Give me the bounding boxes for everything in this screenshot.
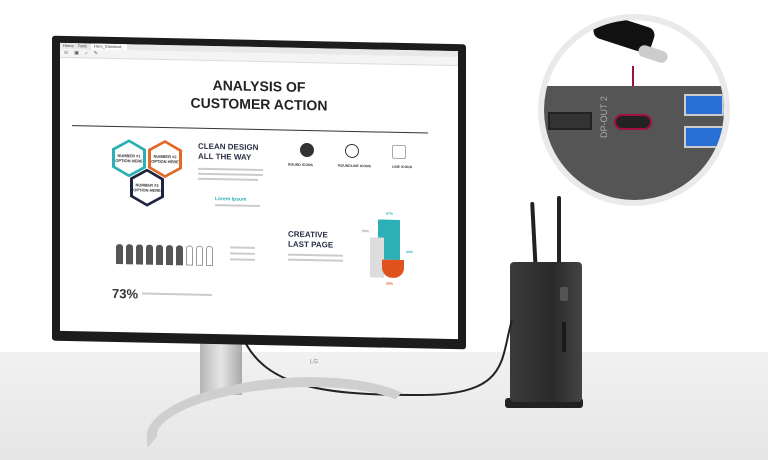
text-line xyxy=(142,292,212,297)
heading-line: LAST PAGE xyxy=(288,239,334,250)
toolbar-icon[interactable]: ⊙ xyxy=(64,49,69,57)
text-line xyxy=(198,172,263,177)
person-icon xyxy=(196,245,203,266)
chart-label: 67% xyxy=(386,211,394,216)
icon-label: LINE ICONS xyxy=(392,164,413,170)
lg-logo: LG xyxy=(310,359,319,366)
toolbar-icon[interactable]: ✎ xyxy=(93,50,98,57)
monitor-stand-neck xyxy=(200,335,242,395)
chart-label: 30% xyxy=(406,250,414,255)
monitor: Home Tools Hero_Standard... ⊙ ▣ ⌕ ✎ ANALYSI… xyxy=(52,35,466,365)
text-line xyxy=(215,204,260,208)
person-icon xyxy=(156,244,163,265)
tab-tools[interactable]: Tools xyxy=(77,43,88,49)
text-line xyxy=(288,253,343,257)
text-line xyxy=(198,177,258,181)
monitor-screen: Home Tools Hero_Standard... ⊙ ▣ ⌕ ✎ ANALYSI… xyxy=(60,42,458,340)
icon-label: ROUNDLINE ICONS xyxy=(338,163,371,169)
displayport-port xyxy=(548,112,592,130)
toolbar-icon[interactable]: ⌕ xyxy=(84,50,88,57)
tab-home[interactable]: Home xyxy=(63,42,74,49)
icon-label: ROUND ICONS xyxy=(288,162,313,168)
roundline-icon xyxy=(345,143,359,159)
round-icon xyxy=(300,142,314,158)
pc-stand xyxy=(505,398,583,408)
hexagon-label: NUMBER #2 OPTION HERE xyxy=(151,143,179,176)
usb-c-port xyxy=(614,114,652,130)
person-icon xyxy=(176,245,183,266)
heading-line: ALL THE WAY xyxy=(198,151,252,162)
text-line xyxy=(288,258,343,262)
text-line xyxy=(230,258,255,261)
port-callout: DP-OUT 2 xyxy=(538,14,730,206)
person-icon xyxy=(136,244,143,265)
text-line xyxy=(230,252,255,255)
power-button xyxy=(560,287,568,301)
person-icon xyxy=(206,245,213,267)
title-rule xyxy=(72,125,428,134)
antenna xyxy=(557,196,561,266)
hexagon: NUMBER #1 OPTION HERE xyxy=(112,139,146,178)
tab-document[interactable]: Hero_Standard... xyxy=(91,43,128,51)
chart-label: 20% xyxy=(386,281,394,286)
line-icon xyxy=(392,144,406,160)
hexagon-label: NUMBER #3 OPTION HERE xyxy=(133,171,161,204)
person-icon xyxy=(126,244,133,265)
person-icon xyxy=(146,244,153,265)
person-icon xyxy=(186,245,193,266)
person-icon xyxy=(166,245,173,266)
toolbar-icon[interactable]: ▣ xyxy=(74,50,79,57)
floor xyxy=(0,352,768,460)
text-line xyxy=(198,167,263,172)
chart-bar-orange xyxy=(382,259,404,279)
front-ports xyxy=(562,322,566,352)
percent-value: 73% xyxy=(112,285,139,302)
person-icon xyxy=(116,244,123,265)
chart-label: 50% xyxy=(362,229,370,234)
hexagon-label: NUMBER #1 OPTION HERE xyxy=(115,142,143,175)
usb-a-port xyxy=(684,126,724,148)
subheading: Lorem Ipsum xyxy=(215,196,247,203)
text-line xyxy=(230,246,255,249)
usb-a-port xyxy=(684,94,724,116)
mini-pc xyxy=(510,262,582,402)
